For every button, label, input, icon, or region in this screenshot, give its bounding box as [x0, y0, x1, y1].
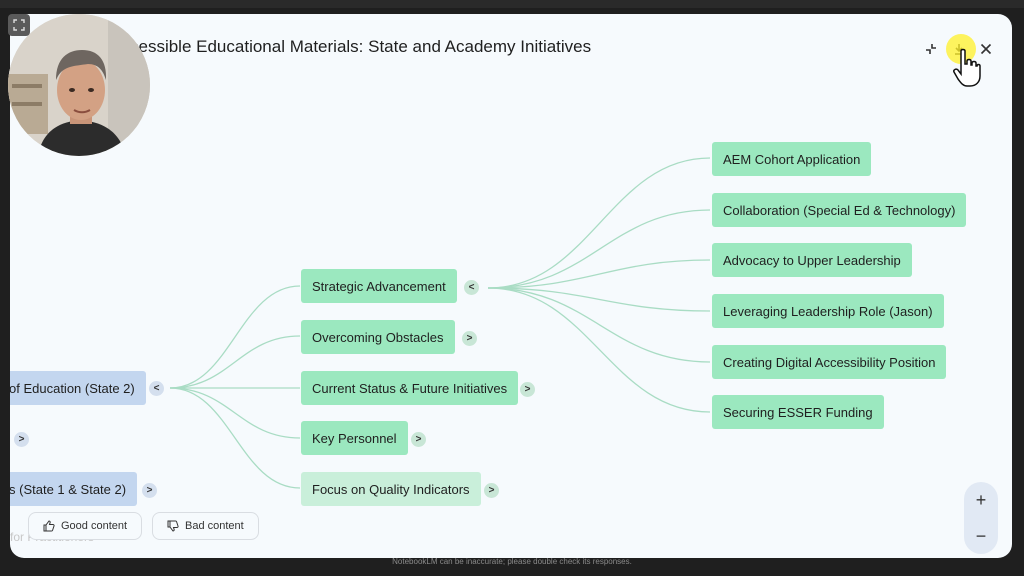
node-toggle[interactable]: >: [520, 382, 535, 397]
zoom-controls: + −: [964, 482, 998, 554]
expand-screen-icon[interactable]: [8, 14, 30, 36]
close-icon: [980, 43, 992, 55]
node-strategic-advancement[interactable]: Strategic Advancement: [301, 269, 457, 303]
node-key-personnel[interactable]: Key Personnel: [301, 421, 408, 455]
node-toggle[interactable]: >: [462, 331, 477, 346]
node-digital-accessibility[interactable]: Creating Digital Accessibility Position: [712, 345, 947, 379]
close-button[interactable]: [975, 38, 997, 60]
node-toggle[interactable]: <: [149, 381, 164, 396]
node-toggle[interactable]: >: [142, 483, 157, 498]
thumbs-up-icon: [43, 520, 55, 532]
node-department-of-education[interactable]: of Education (State 2): [10, 371, 146, 405]
mind-map-panel: cessible Educational Materials: State an…: [10, 14, 1012, 558]
mind-map-edges: [169, 157, 711, 489]
node-toggle[interactable]: >: [14, 432, 29, 447]
webcam-overlay: [8, 14, 150, 156]
disclaimer-text: NotebookLM can be inaccurate; please dou…: [392, 557, 632, 566]
node-toggle[interactable]: >: [411, 432, 426, 447]
zoom-in-button[interactable]: +: [975, 489, 987, 510]
zoom-out-button[interactable]: −: [975, 525, 987, 546]
node-current-status[interactable]: Current Status & Future Initiatives: [301, 371, 519, 405]
node-aem-cohort[interactable]: AEM Cohort Application: [712, 142, 872, 176]
node-esser-funding[interactable]: Securing ESSER Funding: [712, 395, 884, 429]
node-toggle[interactable]: <: [464, 280, 479, 295]
collapse-button[interactable]: [920, 38, 942, 60]
window-top-strip: [0, 0, 1024, 8]
node-quality-indicators[interactable]: Focus on Quality Indicators: [301, 472, 481, 506]
node-state-initiatives[interactable]: s (State 1 & State 2): [10, 472, 138, 506]
node-collaboration[interactable]: Collaboration (Special Ed & Technology): [712, 193, 967, 227]
node-leveraging-leadership[interactable]: Leveraging Leadership Role (Jason): [712, 294, 944, 328]
good-content-button[interactable]: Good content: [28, 512, 143, 540]
node-overcoming-obstacles[interactable]: Overcoming Obstacles: [301, 320, 455, 354]
hand-cursor-icon: [952, 48, 982, 88]
mind-map-title: cessible Educational Materials: State an…: [130, 37, 592, 56]
bad-content-button[interactable]: Bad content: [152, 512, 259, 540]
thumbs-down-icon: [167, 520, 179, 532]
collapse-icon: [924, 42, 938, 56]
node-toggle[interactable]: >: [484, 483, 499, 498]
node-advocacy[interactable]: Advocacy to Upper Leadership: [712, 243, 912, 277]
